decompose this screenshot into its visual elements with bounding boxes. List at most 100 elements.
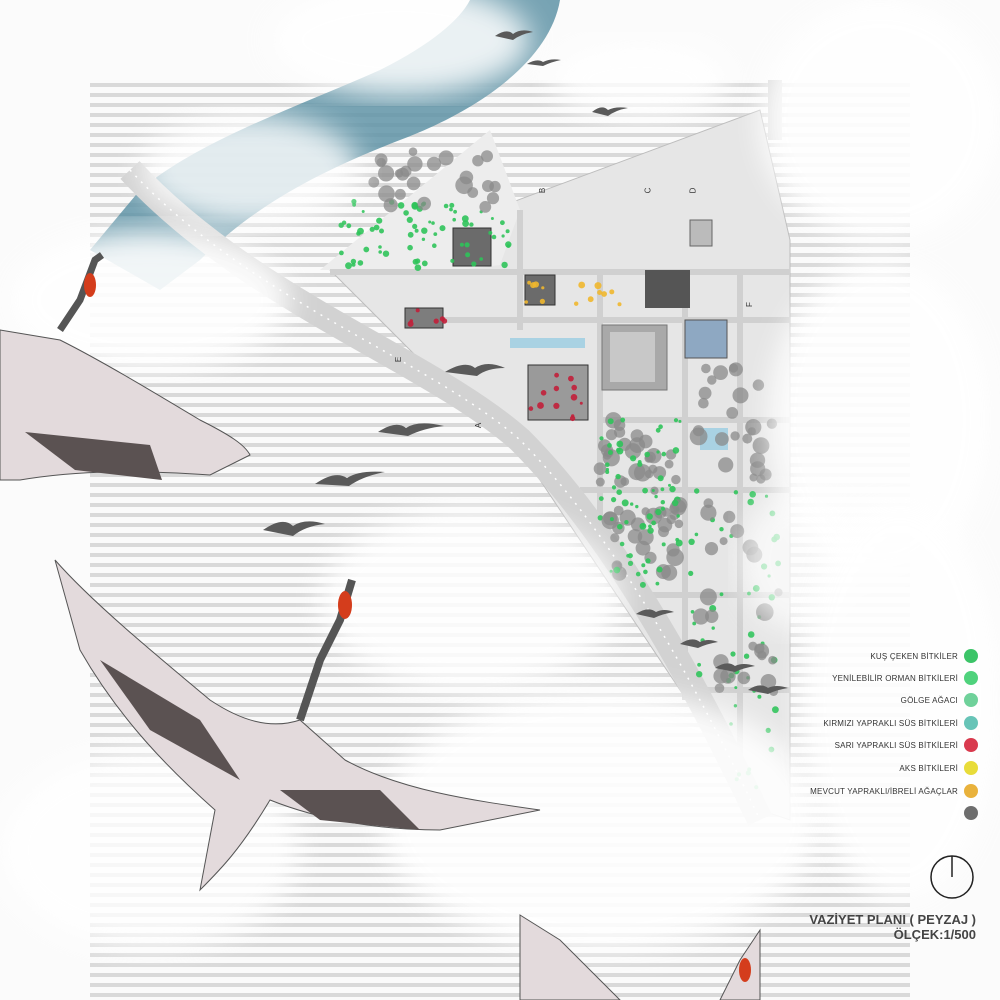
plant-mark [719,537,728,546]
plant-mark [752,379,765,391]
plant-mark [449,202,455,208]
plant-mark [578,281,586,289]
plant-mark [611,497,617,503]
plant-mark [467,187,479,198]
plant-mark [656,566,663,573]
plant-mark [553,385,560,392]
plant-mark [694,532,699,537]
plant-mark [553,402,560,409]
plant-mark [439,225,446,232]
plant-mark [407,231,414,238]
plant-mark [532,281,540,288]
plant-mark [394,188,406,200]
plant-mark [737,671,751,685]
plant-mark [660,500,665,505]
section-marker-b: B [538,187,548,194]
plant-mark [671,474,681,485]
plant-mark [433,318,439,324]
plant-mark [714,683,725,693]
plant-mark [617,523,623,530]
planting-layer [338,147,783,790]
plant-mark [597,290,603,295]
plant-mark [414,264,422,272]
plant-mark [601,511,619,530]
plant-mark [657,475,664,482]
plant-mark [646,513,653,520]
legend-item: MEVCUT YAPRAKLI/İBRELİ AĞAÇLAR [810,784,978,798]
plant-mark [527,280,531,285]
plant-mark [615,473,621,480]
plant-mark [701,363,711,374]
plant-mark [719,592,724,597]
plant-mark [379,228,384,234]
small-birds [263,30,788,694]
plant-mark [481,150,493,163]
plant-mark [407,244,413,251]
plant-mark [651,520,656,526]
plant-mark [688,570,694,577]
plant-mark [768,655,777,665]
plant-mark [421,227,428,234]
plant-mark [464,242,470,248]
plant-mark [616,489,622,496]
plant-mark [408,147,418,156]
plant-mark [692,608,710,625]
plant-mark [610,533,620,543]
legend-label: AKS BİTKİLERİ [899,763,958,773]
building-north [689,219,713,247]
plant-mark [718,457,734,473]
section-marker-a: A [474,422,484,429]
plant-mark [639,581,646,588]
plant-mark [528,406,534,411]
plant-mark [406,216,413,223]
buildings [404,80,782,450]
plant-mark [462,220,469,228]
plant-mark [669,510,680,520]
plant-mark [571,384,577,391]
plant-mark [616,440,624,448]
plant-mark [368,176,380,188]
plant-mark [439,316,445,322]
plant-mark [674,519,684,529]
plant-mark [472,155,484,167]
plant-mark [641,507,650,516]
plant-mark [465,252,471,258]
plant-mark [351,198,357,205]
plant-mark [726,407,739,419]
plant-mark [383,198,398,213]
plant-mark [369,226,375,232]
plant-mark [629,437,646,453]
plant-mark [490,217,494,220]
plant-mark [690,610,695,614]
legend-swatch [964,784,978,798]
plant-mark [601,291,607,297]
plant-mark [644,451,650,458]
legend-swatch [964,671,978,685]
plant-mark [361,210,365,213]
section-marker-f: F [744,302,754,307]
legend-swatch [964,806,978,820]
plant-mark [409,319,413,323]
plant-mark [345,262,352,270]
plant-mark [699,588,717,606]
courtyard-1 [452,227,492,267]
plant-mark [624,520,629,525]
plant-mark [411,201,419,209]
legend-swatch [964,738,978,752]
plant-mark [647,527,654,534]
legend-label: MEVCUT YAPRAKLI/İBRELİ AĞAÇLAR [810,786,958,796]
plant-mark [378,165,395,182]
plant-mark [607,443,612,448]
plant-mark [711,626,715,630]
plant-mark [417,196,432,211]
plant-mark [378,245,382,249]
plant-mark [378,185,395,202]
plant-mark [616,447,624,455]
plant-mark [655,581,660,586]
plant-mark [471,261,477,267]
plant-mark [593,462,607,476]
plant-mark [733,490,739,495]
plant-mark [356,231,361,236]
plant-mark [730,524,745,539]
